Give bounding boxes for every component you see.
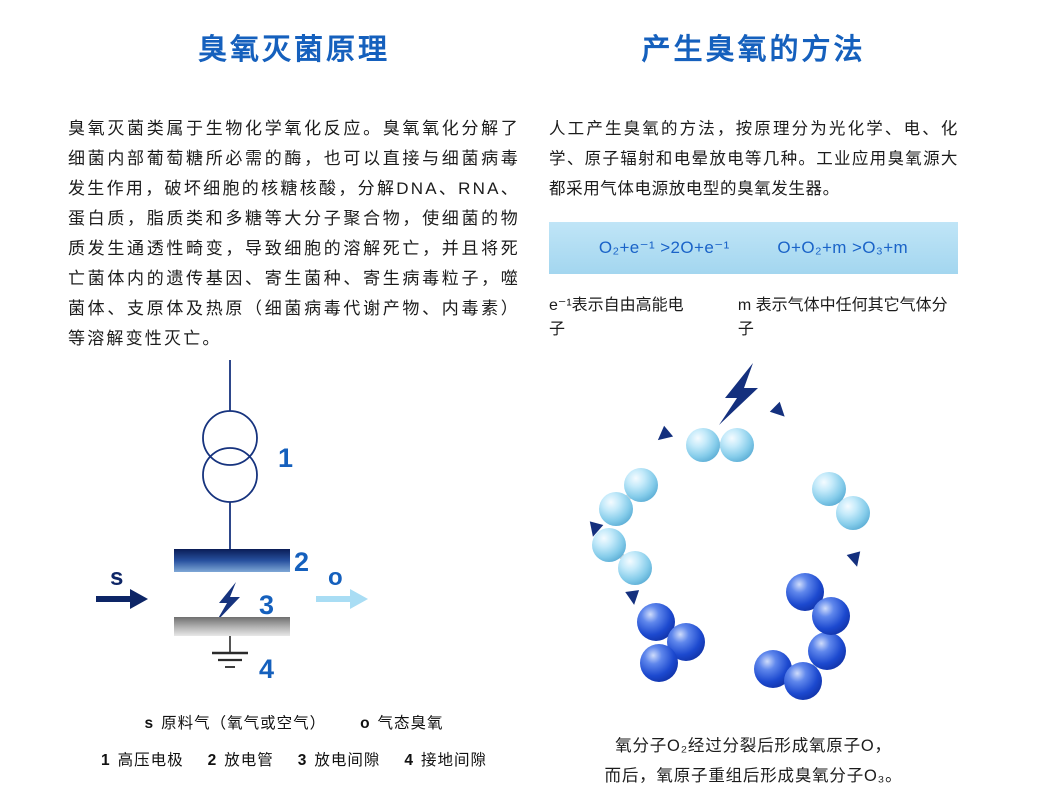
cycle-arrow-right-side [846, 551, 861, 567]
legend-key-2: 2 [207, 752, 218, 769]
label-s: s [110, 564, 123, 591]
legend-key-o: o [360, 715, 371, 732]
cycle-arrow-left-side [589, 521, 604, 537]
legend-text-4: 接地间隙 [421, 752, 488, 769]
legend-text-s: 原料气（氧气或空气） [161, 715, 327, 732]
spark-icon [216, 582, 240, 622]
note-free-electron: e⁻¹表示自由高能电子 [549, 297, 684, 338]
label-2: 2 [294, 547, 309, 577]
left-paragraph: 臭氧灭菌类属于生物化学氧化反应。臭氧氧化分解了细菌内部葡萄糖所必需的酶，也可以直… [68, 119, 520, 348]
o3-molecule-bottom-right [754, 632, 846, 700]
right-title: 产生臭氧的方法 [641, 34, 866, 66]
feed-gas-arrow-icon [96, 589, 148, 609]
legend-key-4: 4 [404, 752, 415, 769]
left-title: 臭氧灭菌原理 [197, 34, 390, 66]
left-column: 臭氧灭菌原理 臭氧灭菌类属于生物化学氧化反应。臭氧氧化分解了细菌内部葡萄糖所必需… [68, 0, 520, 770]
legend-text-1: 高压电极 [117, 752, 184, 769]
label-4: 4 [259, 654, 274, 684]
right-column: 产生臭氧的方法 人工产生臭氧的方法，按原理分为光化学、电、化学、原子辐射和电晕放… [549, 0, 958, 785]
caption-line2: 而后，氧原子重组后形成臭氧分子O₃。 [604, 767, 903, 785]
lightning-icon [719, 363, 758, 425]
legend-item-3: 3 放电间隙 [298, 752, 381, 769]
o2-molecule-upper-right [812, 472, 870, 530]
ground-icon [212, 636, 248, 668]
formula-ozone-form: O+O₂+m >O₃+m [777, 238, 909, 257]
formula-notes: e⁻¹表示自由高能电子 m 表示气体中任何其它气体分子 [549, 291, 958, 339]
legend-item-4: 4 接地间隙 [404, 752, 487, 769]
cycle-arrow-right-of-lightning [769, 401, 785, 417]
o3-molecule-bottom-left [637, 603, 705, 682]
transformer-icon [202, 360, 258, 549]
hv-electrode-bar [174, 549, 290, 572]
reaction-formula-box: O₂+e⁻¹ >2O+e⁻¹ O+O₂+m >O₃+m [549, 222, 958, 274]
ozone-generator-diagram: 1 2 3 4 s o [96, 360, 368, 684]
ozone-cycle-caption: 氧分子O₂经过分裂后形成氧原子O， 而后，氧原子重组后形成臭氧分子O₃。 [549, 731, 958, 785]
legend-item-1: 1 高压电极 [101, 752, 184, 769]
legend-text-o: 气态臭氧 [377, 715, 444, 732]
o2-molecule-top [686, 428, 754, 462]
right-paragraph: 人工产生臭氧的方法，按原理分为光化学、电、化学、原子辐射和电晕放电等几种。工业应… [549, 120, 958, 198]
legend-item-2: 2 放电管 [208, 752, 274, 769]
legend-text-3: 放电间隙 [314, 752, 381, 769]
legend-key-1: 1 [100, 752, 111, 769]
label-1: 1 [278, 443, 293, 473]
o2-molecule-upper-left [599, 468, 658, 526]
cycle-arrow-lower-left [625, 590, 640, 605]
cycle-arrow-left-of-top [657, 425, 674, 441]
legend-text-2: 放电管 [224, 752, 274, 769]
legend-key-s: s [144, 715, 155, 732]
generator-legend-parts: 1 高压电极 2 放电管 3 放电间隙 4 接地间隙 [68, 748, 520, 770]
generator-legend-io: s 原料气（氧气或空气） o 气态臭氧 [68, 711, 520, 733]
ozone-formation-diagram [589, 363, 870, 700]
ozone-out-arrow-icon [316, 589, 368, 609]
legend-item-o: o 气态臭氧 [360, 715, 443, 732]
o-atoms-recombining-right [786, 573, 850, 635]
caption-line1: 氧分子O₂经过分裂后形成氧原子O， [615, 737, 892, 755]
ground-electrode-bar [174, 617, 290, 636]
label-3: 3 [259, 590, 274, 620]
formula-oxygen-split: O₂+e⁻¹ >2O+e⁻¹ [598, 238, 730, 257]
label-o: o [328, 564, 343, 591]
note-gas-molecule: m 表示气体中任何其它气体分子 [737, 297, 948, 338]
legend-item-s: s 原料气（氧气或空气） [144, 715, 326, 732]
o2-molecule-left [592, 528, 652, 585]
legend-key-3: 3 [297, 752, 308, 769]
